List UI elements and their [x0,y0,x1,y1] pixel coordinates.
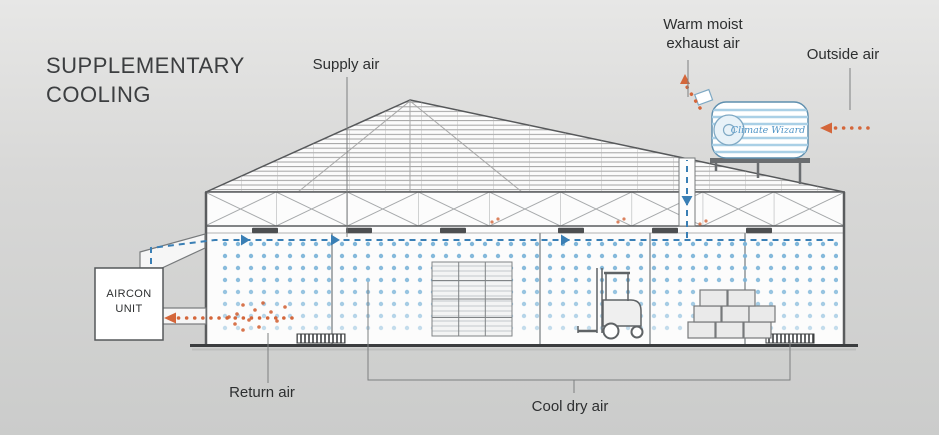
exhaust-air-flow [680,74,702,110]
unit-brand-text: Climate Wizard [731,125,805,136]
unit-legs [714,163,802,184]
rooftop-cooling-unit: Climate Wizard [693,88,810,184]
supply-duct [139,233,206,269]
floor-grate-left [296,333,346,344]
ceiling-diffusers [252,227,772,234]
label-warm-moist-exhaust: Warm moist exhaust air [645,16,761,54]
unit-fan-housing [713,114,745,146]
return-air-flow [164,217,708,332]
aircon-unit-label: AIRCON UNIT [95,287,163,318]
flow-arrow-left [820,122,832,134]
truss-band [205,191,845,234]
warm-air-ceiling-specks [490,217,708,226]
warm-moist-line-1: Warm moist [663,16,743,33]
box-stack [687,289,776,339]
title-line-2: COOLING [46,81,151,107]
aircon-unit-box [94,267,164,341]
unit-fan-hub [722,123,736,137]
aircon-label-line-1: AIRCON [106,288,152,300]
warm-moist-line-2: exhaust air [666,34,740,52]
flow-arrow-down [681,196,693,206]
forklift [577,268,644,340]
storage-rack [431,261,513,337]
cool-dry-air-bracket [367,282,791,393]
label-cool-dry-air: Cool dry air [531,398,609,415]
flow-arrow-right [331,234,340,246]
unit-platform [710,158,810,163]
flow-arrow-right [241,234,250,246]
supply-air-flow [150,160,836,264]
flow-arrow-right [561,234,570,246]
label-outside-air: Outside air [806,46,880,63]
exhaust-outlet [693,88,714,106]
label-return-air: Return air [229,384,295,401]
label-supply-air: Supply air [312,56,380,73]
title-line-1: SUPPLEMENTARY [46,53,245,78]
diagram-title: SUPPLEMENTARY COOLING [46,52,306,109]
warm-air-dots-cluster [227,301,287,332]
flow-arrow-left [164,312,176,324]
leader-lines [267,60,851,393]
aircon-label-line-2: UNIT [115,303,143,316]
outside-air-flow [820,122,870,134]
